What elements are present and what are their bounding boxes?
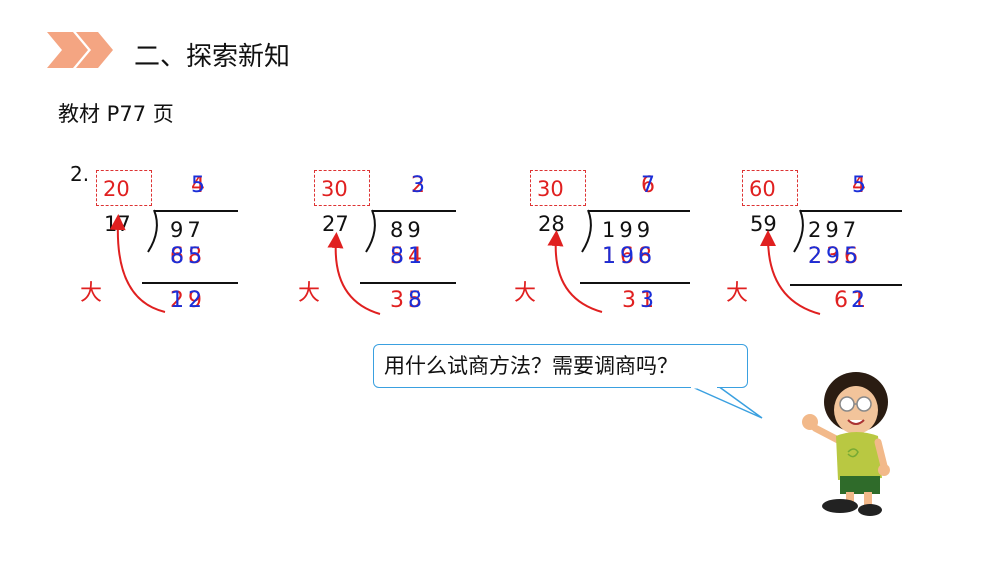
remainder: 35: [390, 288, 426, 313]
arrow-icon: [327, 232, 381, 315]
speech-bubble: 用什么试商方法？需要调商吗？: [373, 344, 748, 388]
dividend: 97: [170, 218, 205, 242]
estimate-box: 30: [530, 170, 586, 206]
division-bracket: [365, 209, 376, 253]
label-da: 大: [80, 281, 103, 306]
textbook-reference: 教材 P77 页: [58, 102, 174, 126]
section-title: 二、探索新知: [134, 42, 291, 72]
divisor: 27: [322, 212, 349, 236]
quotient-line: [154, 210, 238, 212]
arrow-icon: [109, 214, 166, 313]
division-bracket: [793, 209, 804, 253]
remainder-corrected: 8: [408, 288, 422, 313]
arrow-icon: [760, 230, 821, 315]
division-bracket: [147, 209, 158, 253]
label-da: 大: [726, 281, 749, 306]
remainder-corrected: 3: [640, 288, 654, 313]
estimate-box: 20: [96, 170, 152, 206]
dividend: 199: [602, 218, 655, 242]
dividend: 89: [390, 218, 425, 242]
quotient-line: [800, 210, 902, 212]
subtraction-line: [580, 282, 690, 284]
arrow-icon: [547, 230, 603, 313]
subtraction-line: [790, 284, 902, 286]
estimate-box: 30: [314, 170, 370, 206]
label-da: 大: [514, 281, 537, 306]
remainder: 31: [622, 288, 658, 313]
quotient-line: [372, 210, 456, 212]
subtraction-line: [360, 282, 456, 284]
quotient-line: [588, 210, 690, 212]
subtraction-line: [142, 282, 238, 284]
division-bracket: [581, 209, 592, 253]
problem-number: 2.: [70, 162, 90, 186]
estimate-box: 60: [742, 170, 798, 206]
dividend: 297: [808, 218, 861, 242]
label-da: 大: [298, 281, 321, 306]
